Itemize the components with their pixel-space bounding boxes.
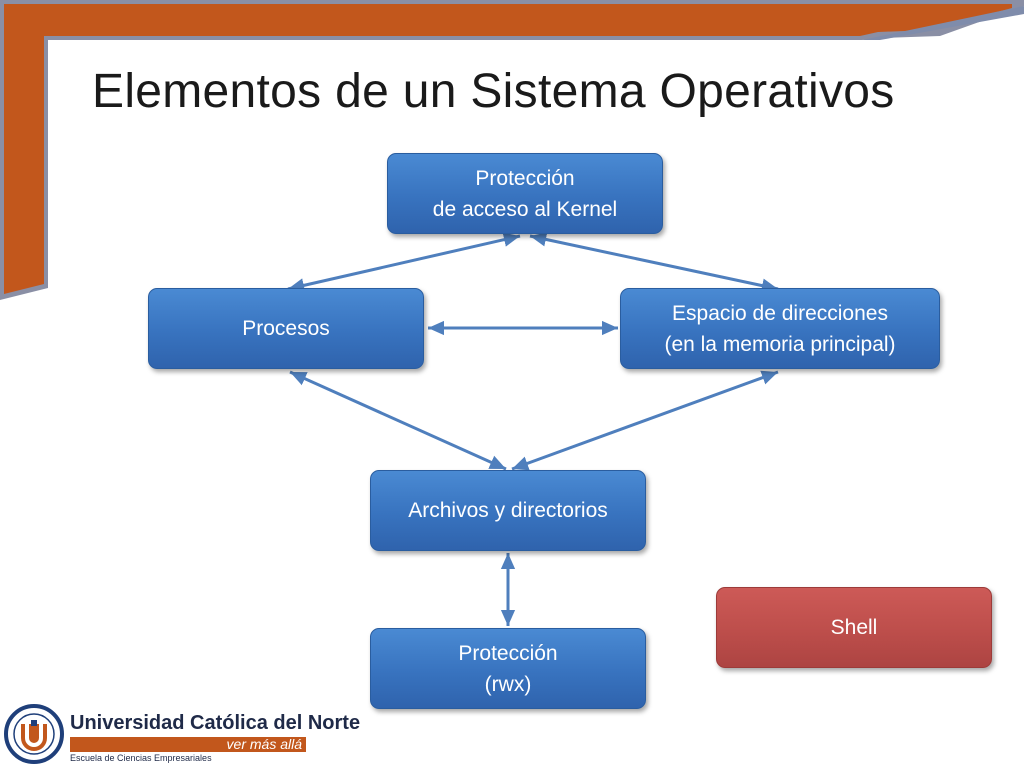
node-label-line: Protección — [458, 641, 558, 665]
university-name: Universidad Católica del Norte — [70, 712, 361, 734]
node-label-line: Protección — [475, 166, 575, 190]
node-proteccion-rwx: Protección (rwx) — [370, 628, 646, 709]
node-label-line: Archivos y directorios — [408, 499, 608, 522]
node-label-line: Procesos — [242, 317, 330, 340]
arrow-kernel-procesos — [287, 232, 521, 293]
node-label-line: Shell — [830, 616, 878, 639]
node-archivos-directorios: Archivos y directorios — [370, 470, 646, 551]
node-label-line: Espacio de direcciones — [672, 301, 888, 325]
university-seal-icon — [4, 704, 64, 764]
node-espacio-direcciones: Espacio de direcciones (en la memoria pr… — [620, 288, 940, 369]
slide-title: Elementos de un Sistema Operativos — [92, 65, 895, 118]
node-proteccion-kernel: Protección de acceso al Kernel — [387, 153, 663, 234]
arrow-kernel-espacio — [529, 232, 779, 293]
node-label-line: de acceso al Kernel — [432, 197, 618, 221]
arrow-espacio-archivos — [511, 370, 779, 471]
school-name: Escuela de Ciencias Empresariales — [70, 753, 212, 763]
node-label-line: (rwx) — [484, 672, 532, 696]
node-procesos: Procesos — [148, 288, 424, 369]
node-shell: Shell — [716, 587, 992, 668]
node-label-line: (en la memoria principal) — [664, 332, 896, 356]
university-tagline: ver más allá — [70, 737, 306, 752]
university-logo: Universidad Católica del Norte ver más a… — [4, 700, 360, 768]
arrow-procesos-archivos — [289, 370, 507, 471]
